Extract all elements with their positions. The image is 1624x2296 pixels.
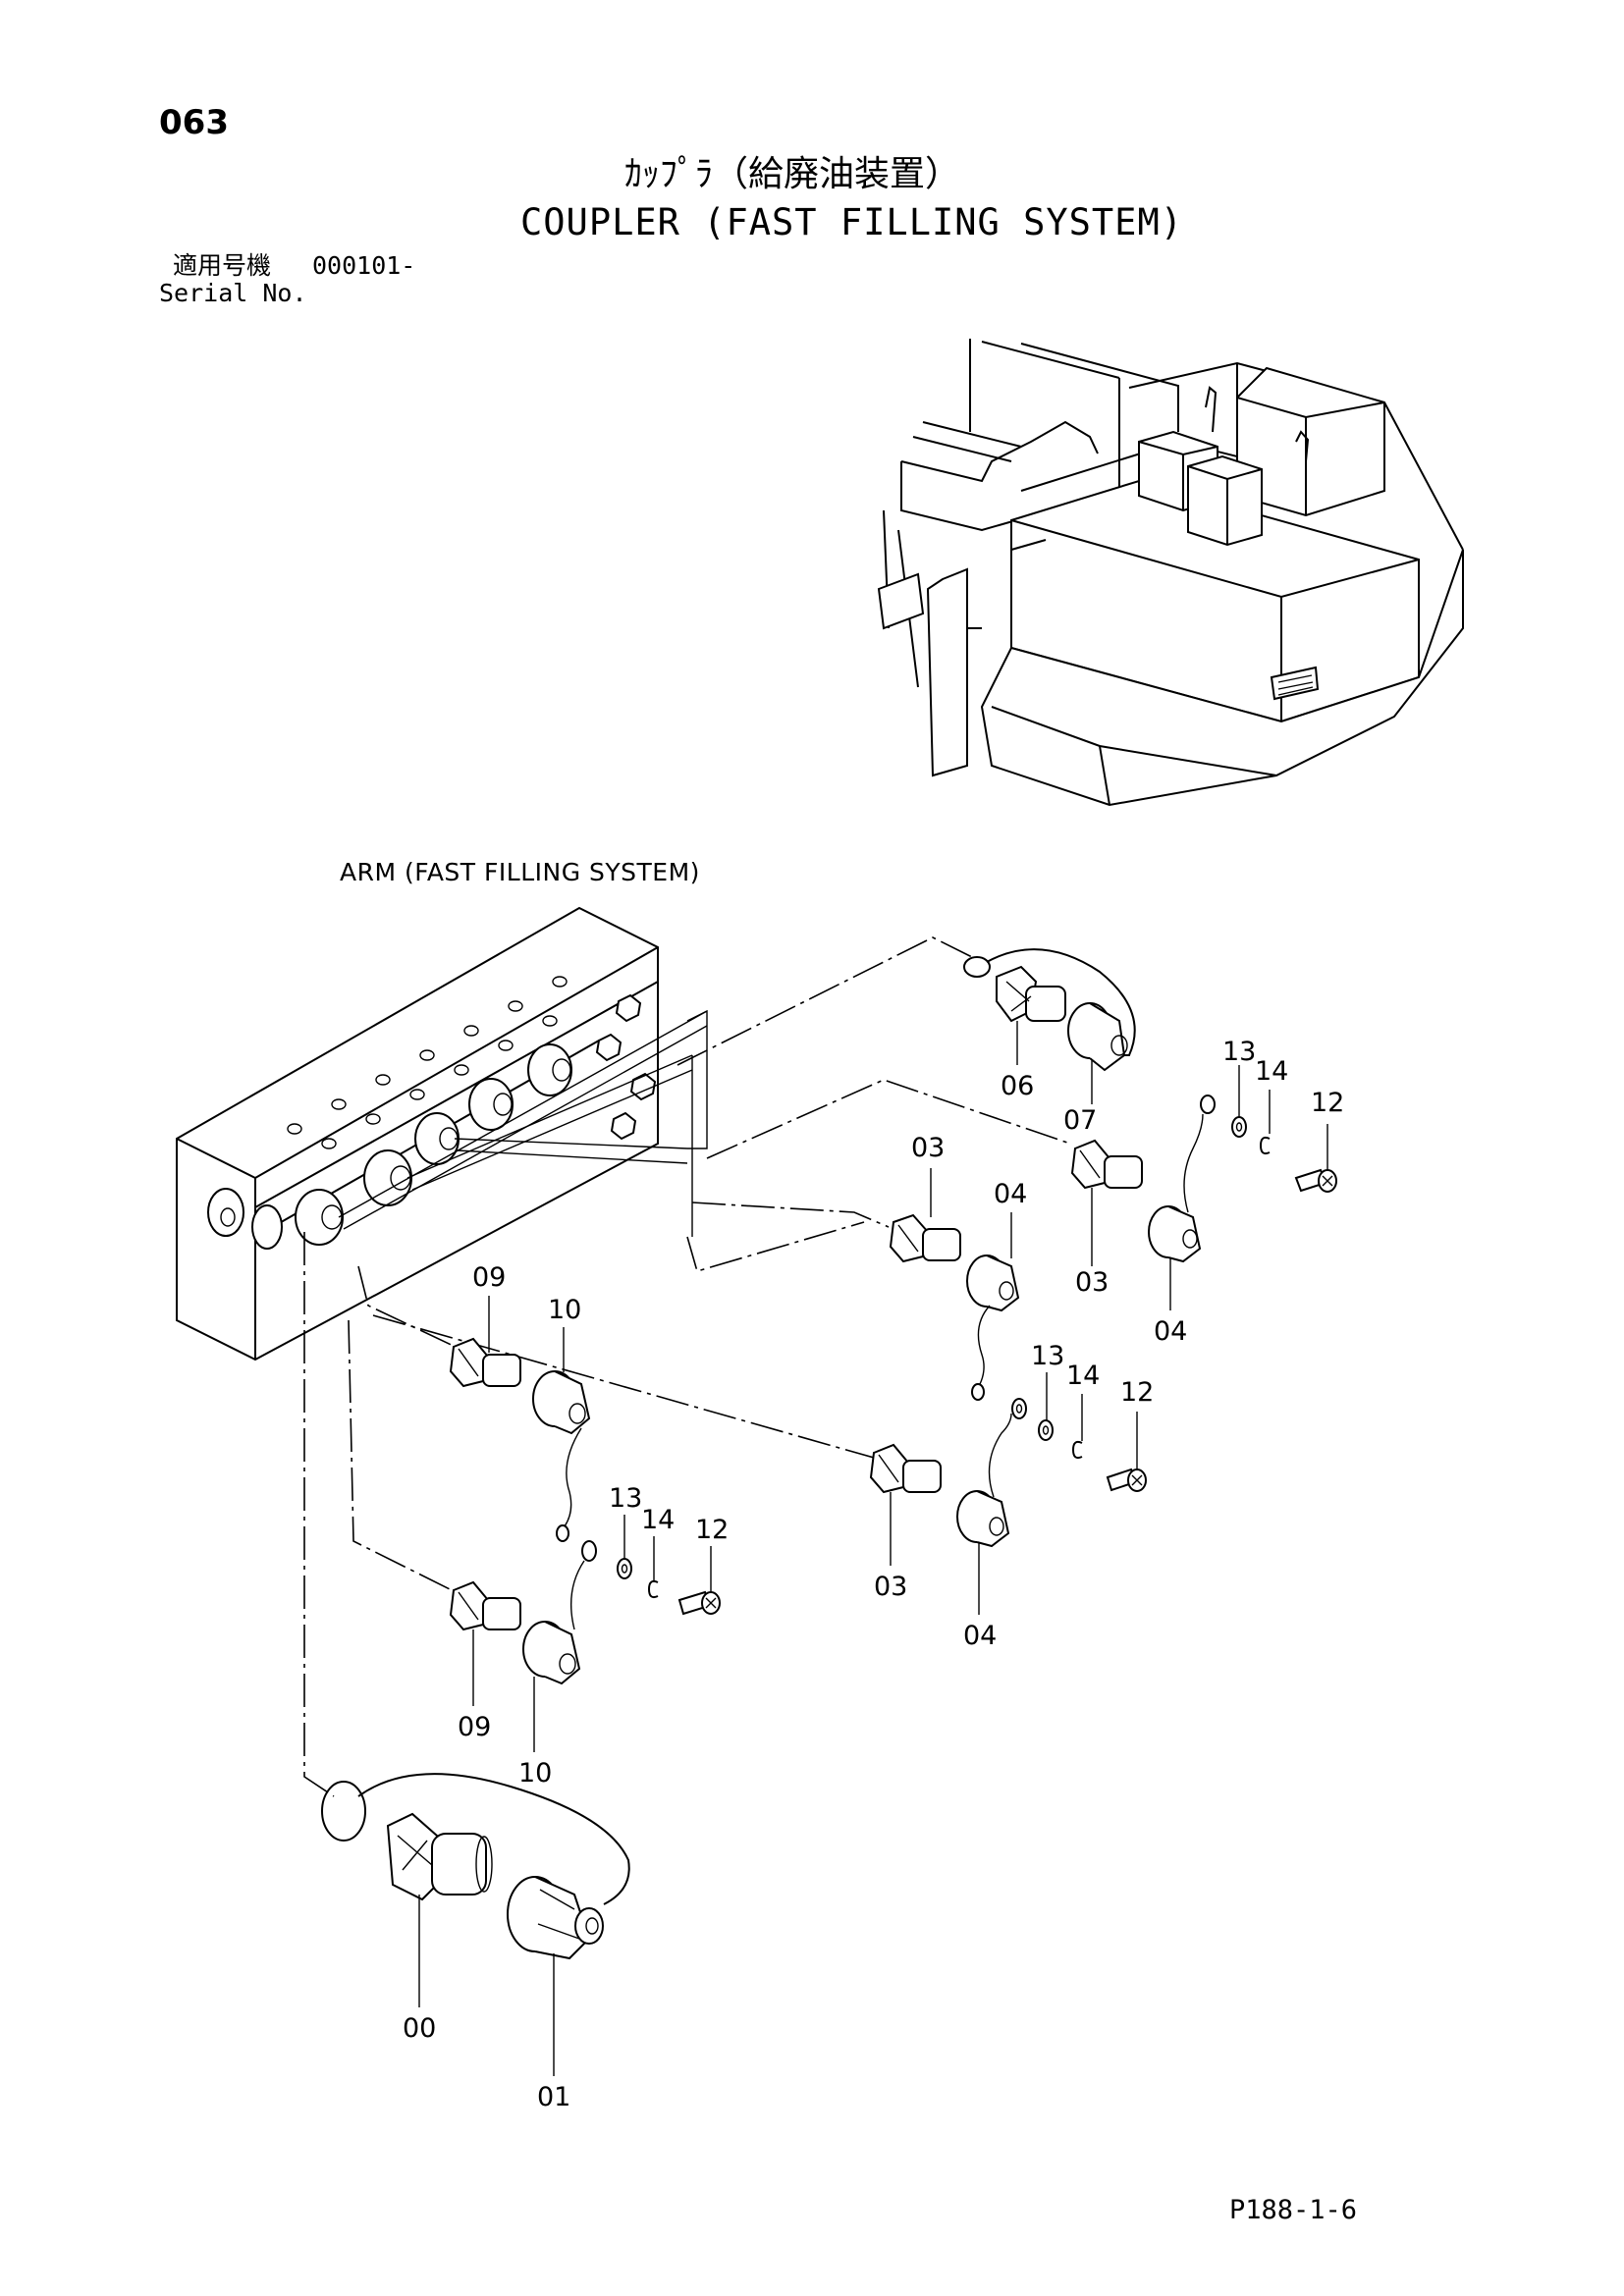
coupler-group-06-07 xyxy=(963,948,1136,1072)
routing-lines xyxy=(303,936,1071,1797)
part-label-04: 04 xyxy=(1154,1316,1187,1347)
part-label-12: 12 xyxy=(1120,1377,1154,1408)
coupler-group-right-upper xyxy=(1070,1095,1337,1263)
part-label-01: 01 xyxy=(537,2082,570,2112)
machine-overview-drawing xyxy=(877,339,1464,807)
serial-label-japanese: 適用号機 xyxy=(173,251,272,280)
part-label-14: 14 xyxy=(641,1505,675,1535)
part-number-labels: 06 07 13 14 12 03 04 03 04 09 10 13 14 1… xyxy=(403,1037,1344,2112)
part-label-10: 10 xyxy=(548,1295,581,1325)
coupler-group-lower-right xyxy=(869,1413,1012,1548)
part-label-00: 00 xyxy=(403,2013,436,2044)
coupler-group-09-10-upper xyxy=(449,1337,721,1616)
part-label-13: 13 xyxy=(1222,1037,1256,1067)
part-label-14: 14 xyxy=(1255,1056,1288,1087)
part-label-13: 13 xyxy=(1031,1341,1064,1371)
part-label-04: 04 xyxy=(963,1621,997,1651)
part-label-12: 12 xyxy=(695,1515,729,1545)
part-label-10: 10 xyxy=(518,1758,552,1789)
coupler-group-00-01 xyxy=(321,1773,630,1960)
title-japanese: ｶｯﾌﾟﾗ（給廃油装置） xyxy=(624,154,961,194)
part-label-06: 06 xyxy=(1001,1071,1034,1101)
part-label-14: 14 xyxy=(1066,1361,1100,1391)
title-english: COUPLER (FAST FILLING SYSTEM) xyxy=(520,201,1184,243)
part-label-07: 07 xyxy=(1063,1105,1097,1136)
part-label-03: 03 xyxy=(1075,1267,1109,1298)
coupler-group-middle xyxy=(889,1213,1147,1492)
serial-label-english: Serial No. xyxy=(159,279,307,307)
callout-leaders xyxy=(418,1021,1328,2076)
part-label-03: 03 xyxy=(874,1572,907,1602)
serial-value: 000101- xyxy=(312,251,416,280)
coupler-group-09-10-lower xyxy=(449,1560,585,1685)
part-label-09: 09 xyxy=(472,1262,506,1293)
part-label-12: 12 xyxy=(1311,1088,1344,1118)
part-label-13: 13 xyxy=(609,1483,642,1514)
manifold-block xyxy=(176,906,708,1362)
part-label-04: 04 xyxy=(994,1179,1027,1209)
footer-drawing-code: P188-1-6 xyxy=(1229,2195,1358,2225)
arm-view-caption: ARM (FAST FILLING SYSTEM) xyxy=(340,858,700,886)
part-label-09: 09 xyxy=(458,1712,491,1742)
part-label-03: 03 xyxy=(911,1133,945,1163)
page-number: 063 xyxy=(159,103,229,142)
